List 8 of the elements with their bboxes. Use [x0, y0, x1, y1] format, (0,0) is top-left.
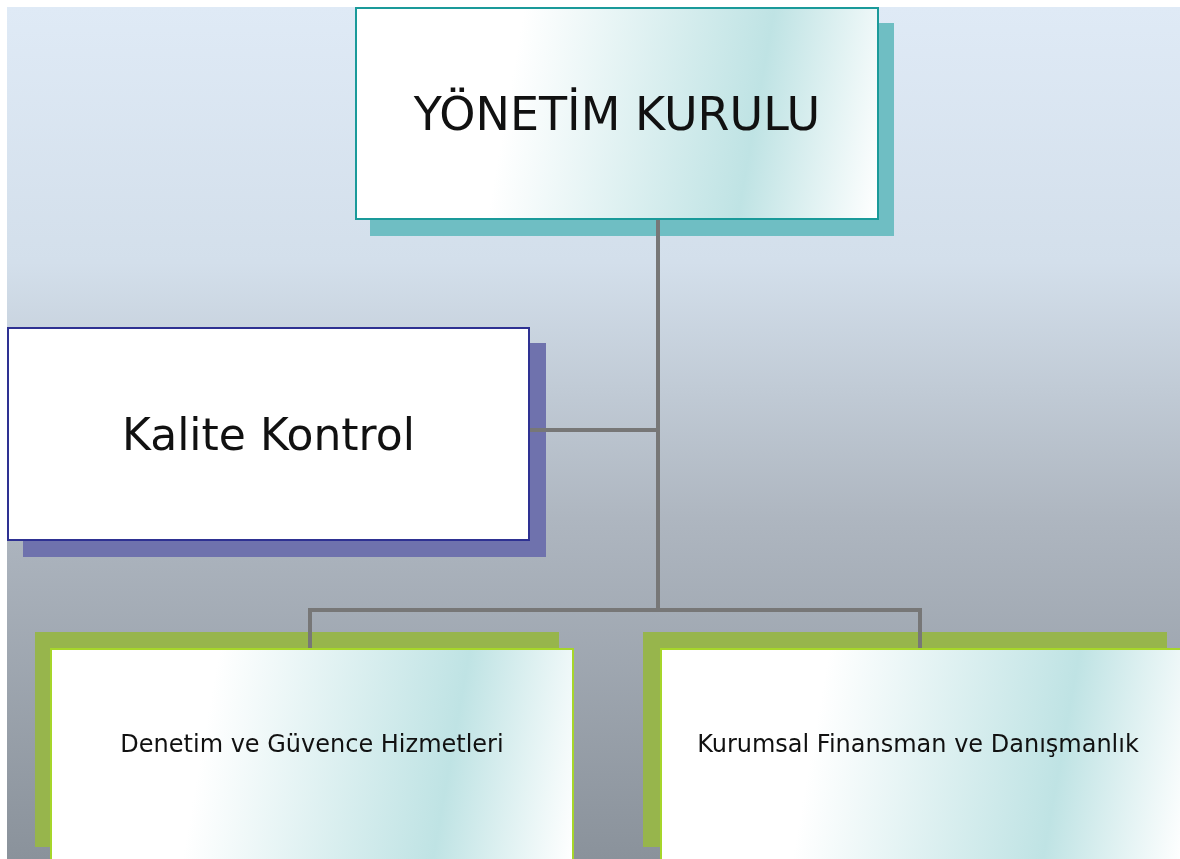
box-label: YÖNETİM KURULU	[413, 86, 821, 141]
org-box	[7, 327, 530, 541]
org-box	[660, 648, 1180, 859]
org-box	[355, 7, 879, 220]
box-label: Kurumsal Finansman ve Danışmanlık	[697, 729, 1139, 758]
box-label: Denetim ve Güvence Hizmetleri	[120, 729, 504, 758]
org-box	[50, 648, 574, 859]
box-label: Kalite Kontrol	[122, 408, 415, 460]
